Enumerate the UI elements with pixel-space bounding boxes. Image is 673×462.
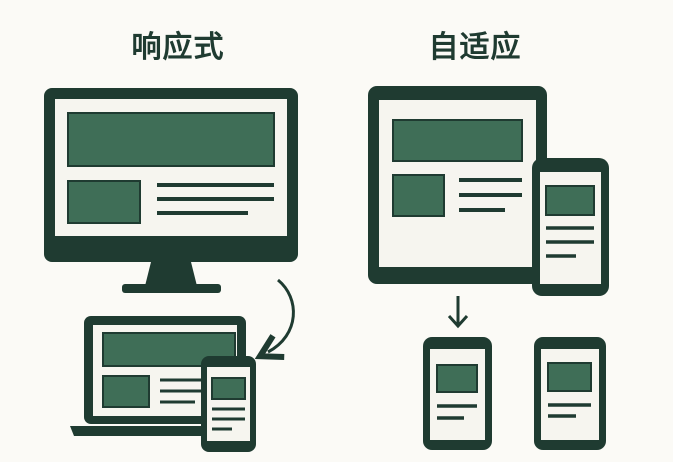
curved-arrow-icon <box>268 278 295 352</box>
desktop-monitor-icon <box>44 88 298 293</box>
tablet-icon <box>368 86 547 284</box>
phone-icon <box>532 158 609 296</box>
adaptive-title: 自适应 <box>428 30 522 65</box>
phone-variant-b-icon <box>534 337 606 450</box>
phone-icon <box>201 356 256 452</box>
down-arrow-icon <box>447 296 469 329</box>
responsive-title: 响应式 <box>131 30 225 65</box>
phone-variant-a-icon <box>423 337 492 450</box>
